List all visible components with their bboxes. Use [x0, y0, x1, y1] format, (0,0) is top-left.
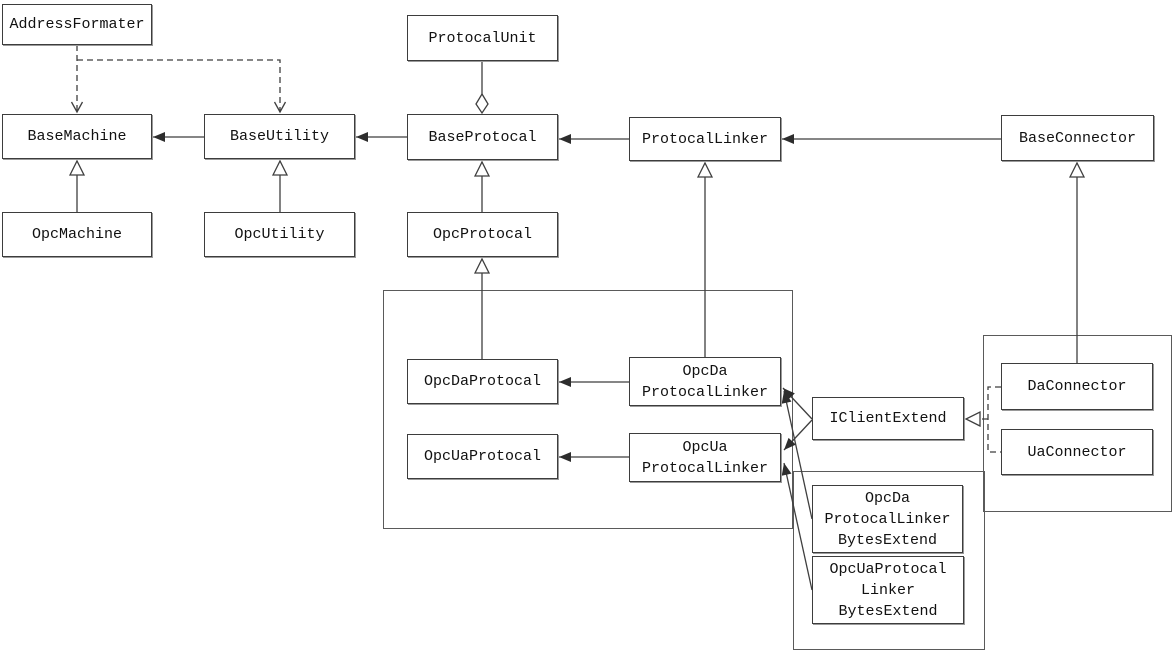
class-box-basemachine: BaseMachine	[2, 114, 152, 159]
class-box-opcuaprotocal: OpcUaProtocal	[407, 434, 558, 479]
edge-connectors-bracket	[987, 386, 1001, 453]
class-box-baseconnector: BaseConnector	[1001, 115, 1154, 161]
edge-iclientextend-to-opcualinker	[783, 419, 813, 451]
group-opc-protocal-linker	[383, 290, 793, 529]
class-box-opcprotocal: OpcProtocal	[407, 212, 558, 257]
class-box-daconnector: DaConnector	[1001, 363, 1153, 410]
class-box-opcda-protocallinker: OpcDa ProtocalLinker	[629, 357, 781, 406]
class-box-iclientextend: IClientExtend	[812, 397, 964, 440]
edge-opcdabytesextend-to-opcdalinker	[781, 390, 813, 520]
class-box-protocalunit: ProtocalUnit	[407, 15, 558, 61]
class-box-baseprotocal: BaseProtocal	[407, 114, 558, 160]
class-box-protocallinker: ProtocalLinker	[629, 117, 781, 161]
class-box-opcdaprotocal: OpcDaProtocal	[407, 359, 558, 404]
class-box-uaconnector: UaConnector	[1001, 429, 1153, 475]
class-box-opcua-protocallinker: OpcUa ProtocalLinker	[629, 433, 781, 482]
class-box-opcua-protocallinker-bytesextend: OpcUaProtocal Linker BytesExtend	[812, 556, 964, 624]
aggregation-diamond	[475, 92, 489, 115]
class-box-opcmachine: OpcMachine	[2, 212, 152, 257]
class-box-opcutility: OpcUtility	[204, 212, 355, 257]
group-bytes-extend	[793, 471, 985, 650]
class-box-baseutility: BaseUtility	[204, 114, 355, 159]
class-box-addressformater: AddressFormater	[2, 4, 152, 45]
edge-opcuabytesextend-to-opcualinker	[781, 462, 813, 591]
class-box-opcda-protocallinker-bytesextend: OpcDa ProtocalLinker BytesExtend	[812, 485, 963, 553]
edge-addressformater-to-baseutility	[77, 59, 287, 114]
